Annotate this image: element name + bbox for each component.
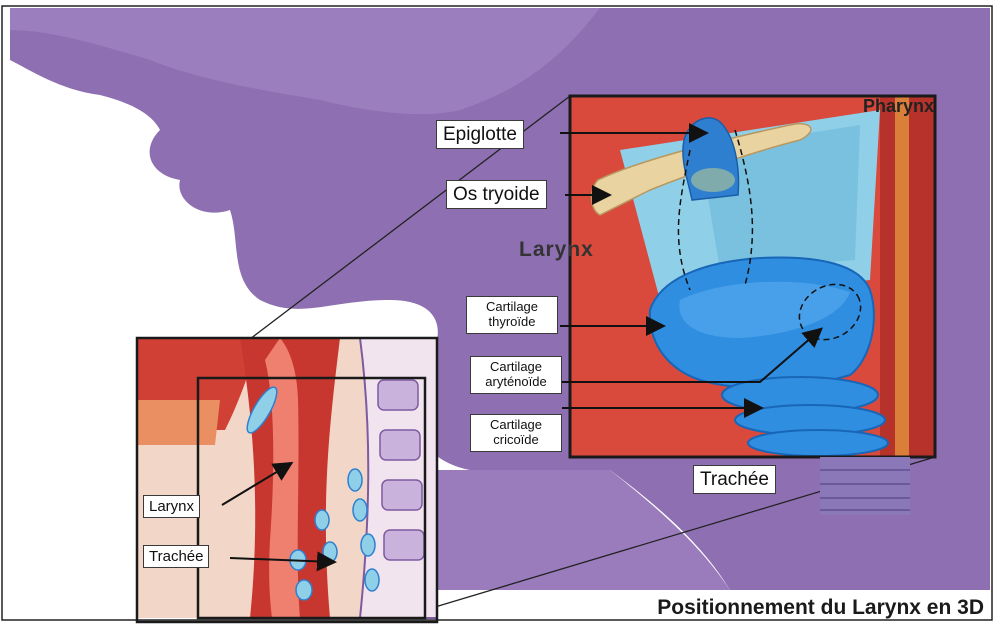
pharynx-stripe [895,96,909,457]
label-cartilage-thyroide: Cartilage thyroïde [466,296,558,334]
label-pharynx: Pharynx [863,96,934,117]
label-cartilage-cricoide: Cartilage cricoïde [470,414,562,452]
label-cartilage-arytenoide: Cartilage aryténoïde [470,356,562,394]
label-inset-trachee: Trachée [143,545,209,568]
label-os-tryoide: Os tryoide [446,180,547,209]
label-larynx-heading: Larynx [519,238,594,262]
label-trachee: Trachée [693,465,776,494]
trachea-lower [820,457,910,515]
caption: Positionnement du Larynx en 3D [657,596,984,620]
label-inset-larynx: Larynx [143,495,200,518]
label-epiglotte: Epiglotte [436,120,524,149]
